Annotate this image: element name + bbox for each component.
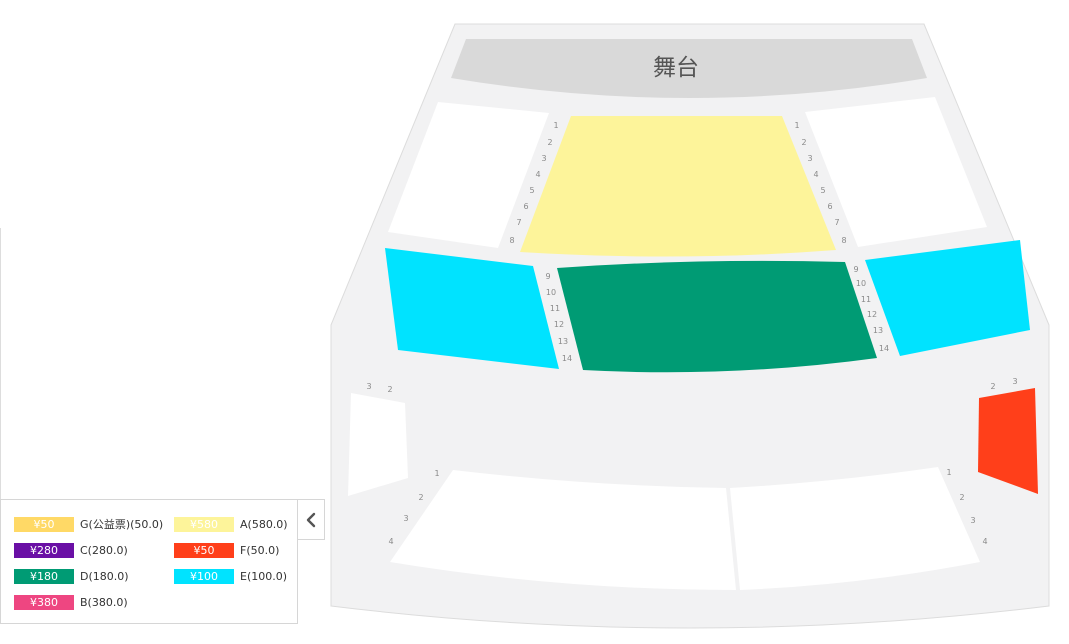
section-F[interactable] bbox=[978, 388, 1038, 494]
row-number: 13 bbox=[873, 326, 883, 335]
row-number: 1 bbox=[434, 469, 439, 478]
legend-label: F(50.0) bbox=[240, 543, 280, 557]
row-labels-left-middle: 9 10 11 12 13 14 bbox=[545, 272, 572, 363]
row-number: 11 bbox=[550, 304, 560, 313]
row-number: 14 bbox=[879, 344, 889, 353]
legend-label: A(580.0) bbox=[240, 517, 288, 531]
row-number: 3 bbox=[807, 154, 812, 163]
price-swatch: ¥380 bbox=[14, 594, 74, 610]
row-number: 10 bbox=[856, 279, 866, 288]
price-swatch: ¥580 bbox=[174, 516, 234, 532]
legend-item[interactable]: ¥280 C(280.0) bbox=[14, 542, 128, 558]
row-number: 3 bbox=[1012, 377, 1017, 386]
section-upper-left[interactable] bbox=[388, 102, 549, 248]
row-labels-right-side-box: 2 3 bbox=[990, 377, 1017, 391]
row-number: 1 bbox=[553, 121, 558, 130]
row-number: 7 bbox=[834, 218, 839, 227]
row-labels-left-lower: 1 2 3 4 bbox=[388, 469, 439, 546]
row-number: 3 bbox=[541, 154, 546, 163]
row-number: 4 bbox=[982, 537, 987, 546]
row-number: 8 bbox=[841, 236, 846, 245]
row-labels-left-side-box: 3 2 bbox=[366, 382, 392, 394]
stage bbox=[451, 39, 927, 98]
row-number: 9 bbox=[545, 272, 550, 281]
section-lower-left[interactable] bbox=[390, 470, 736, 590]
section-E-left[interactable] bbox=[385, 248, 559, 369]
legend-item[interactable]: ¥100 E(100.0) bbox=[174, 568, 287, 584]
panel-divider bbox=[0, 228, 1, 500]
legend-label: G(公益票)(50.0) bbox=[80, 518, 164, 531]
row-labels-right-upper: 1 2 3 4 5 6 7 8 bbox=[794, 121, 846, 245]
row-number: 6 bbox=[523, 202, 528, 211]
row-number: 5 bbox=[820, 186, 825, 195]
price-swatch: ¥180 bbox=[14, 568, 74, 584]
section-upper-right[interactable] bbox=[805, 97, 987, 247]
row-number: 3 bbox=[366, 382, 371, 391]
legend-label: C(280.0) bbox=[80, 543, 128, 557]
stage-label: 舞台 bbox=[653, 55, 699, 81]
row-number: 2 bbox=[387, 385, 392, 394]
section-lower-right[interactable] bbox=[730, 467, 980, 590]
row-number: 2 bbox=[990, 382, 995, 391]
legend-item[interactable]: ¥580 A(580.0) bbox=[174, 516, 288, 532]
section-E-right[interactable] bbox=[865, 240, 1030, 356]
row-labels-left-upper: 1 2 3 4 5 6 7 8 bbox=[509, 121, 558, 245]
row-number: 10 bbox=[546, 288, 556, 297]
row-number: 12 bbox=[554, 320, 564, 329]
legend-item[interactable]: ¥380 B(380.0) bbox=[14, 594, 128, 610]
row-number: 7 bbox=[516, 218, 521, 227]
section-side-left[interactable] bbox=[348, 393, 408, 496]
row-number: 9 bbox=[853, 265, 858, 274]
price-swatch: ¥50 bbox=[14, 516, 74, 532]
legend-collapse-button[interactable] bbox=[298, 499, 325, 540]
row-number: 2 bbox=[418, 493, 423, 502]
section-D[interactable] bbox=[557, 260, 877, 373]
row-labels-right-middle: 9 10 11 12 13 14 bbox=[853, 265, 889, 353]
row-number: 5 bbox=[529, 186, 534, 195]
chevron-left-icon bbox=[306, 512, 316, 527]
legend-label: B(380.0) bbox=[80, 595, 128, 609]
row-number: 14 bbox=[562, 354, 572, 363]
legend-item[interactable]: ¥50 F(50.0) bbox=[174, 542, 279, 558]
price-swatch: ¥100 bbox=[174, 568, 234, 584]
row-number: 12 bbox=[867, 310, 877, 319]
price-legend: ¥50 G(公益票)(50.0) ¥580 A(580.0) ¥280 C(28… bbox=[0, 499, 298, 624]
row-number: 3 bbox=[403, 514, 408, 523]
row-number: 13 bbox=[558, 337, 568, 346]
legend-item[interactable]: ¥50 G(公益票)(50.0) bbox=[14, 516, 163, 532]
section-A[interactable] bbox=[520, 116, 836, 257]
price-swatch: ¥50 bbox=[174, 542, 234, 558]
row-number: 11 bbox=[861, 295, 871, 304]
row-labels-right-lower: 1 2 3 4 bbox=[946, 468, 987, 546]
row-number: 8 bbox=[509, 236, 514, 245]
row-number: 6 bbox=[827, 202, 832, 211]
row-number: 1 bbox=[946, 468, 951, 477]
row-number: 3 bbox=[970, 516, 975, 525]
legend-item[interactable]: ¥180 D(180.0) bbox=[14, 568, 129, 584]
row-number: 2 bbox=[801, 138, 806, 147]
row-number: 2 bbox=[959, 493, 964, 502]
legend-label: E(100.0) bbox=[240, 569, 288, 583]
row-number: 2 bbox=[547, 138, 552, 147]
legend-label: D(180.0) bbox=[80, 569, 129, 583]
row-number: 4 bbox=[813, 170, 818, 179]
row-number: 4 bbox=[535, 170, 540, 179]
price-swatch: ¥280 bbox=[14, 542, 74, 558]
row-number: 1 bbox=[794, 121, 799, 130]
row-number: 4 bbox=[388, 537, 393, 546]
